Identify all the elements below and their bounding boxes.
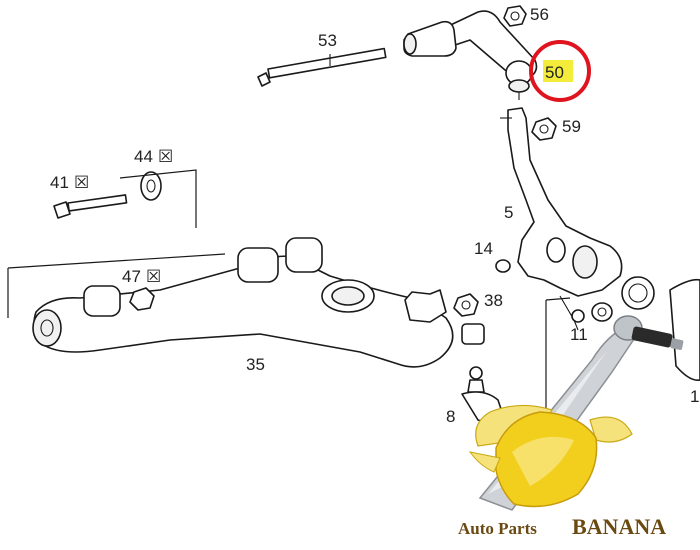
lower-control-arm-35[interactable] [32, 237, 485, 368]
nut-14[interactable] [495, 259, 511, 273]
bolt-41[interactable] [53, 194, 128, 219]
brand-text-right: BANANA [572, 514, 666, 539]
callout-38: 38 [484, 291, 503, 310]
steering-knuckle-5[interactable] [500, 107, 623, 331]
callout-11: 11 [570, 325, 588, 344]
nut-56[interactable] [503, 5, 527, 27]
callout-8: 8 [446, 407, 455, 426]
callout-53: 53 [318, 31, 337, 50]
callout-44: 44 [134, 147, 153, 166]
callout-56: 56 [530, 5, 549, 24]
callout-44-mark: ☒ [158, 147, 173, 166]
callout-47-mark: ☒ [146, 267, 161, 286]
callout-41-mark: ☒ [74, 173, 89, 192]
brand-text-left: Auto Parts [458, 519, 537, 538]
callout-47: 47 [122, 267, 141, 286]
washer-44[interactable] [140, 171, 162, 201]
bracket-frame-44 [119, 169, 197, 228]
bracket-frame-35 [7, 253, 226, 318]
callout-1: 1 [690, 387, 699, 406]
callout-50: 50 [545, 63, 564, 82]
callout-35: 35 [246, 355, 265, 374]
highlight-50[interactable]: 50 [529, 40, 591, 102]
nut-47[interactable] [129, 287, 155, 311]
upper-control-arm[interactable] [403, 10, 538, 100]
callout-5: 5 [504, 203, 513, 222]
highlight-50-fill [543, 60, 573, 82]
banana-logo [468, 404, 633, 508]
bracket-frame-right [545, 297, 571, 410]
bolt-53[interactable] [257, 47, 387, 87]
wheel-hub[interactable] [621, 276, 700, 382]
nut-38[interactable] [453, 293, 479, 317]
highlight-50-circle [529, 40, 591, 102]
nut-59[interactable] [531, 117, 557, 141]
callout-59: 59 [562, 117, 581, 136]
callout-41: 41 [50, 173, 69, 192]
callout-14: 14 [474, 239, 493, 258]
washer-11[interactable] [591, 302, 613, 322]
